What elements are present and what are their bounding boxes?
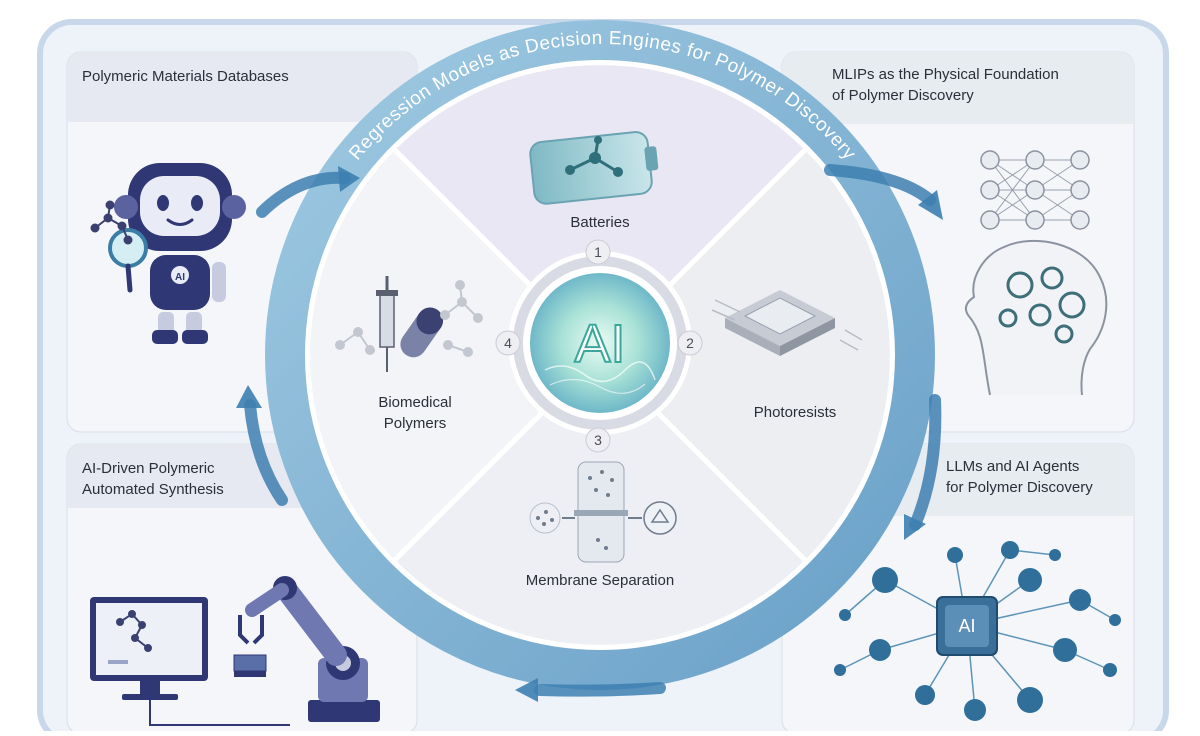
segment-number-1: 1 (594, 244, 602, 260)
segment-label-membrane: Membrane Separation (525, 572, 675, 589)
ai-agent-network-icon (834, 541, 1121, 721)
panel-title-mlips-line2: of Polymer Discovery (832, 87, 974, 104)
robot-mascot-icon (90, 163, 246, 344)
panel-title-synthesis-line2: Automated Synthesis (82, 481, 224, 498)
segment-number-2: 2 (686, 335, 694, 351)
robot-badge-label: AI (175, 272, 185, 283)
syringe-capsule-icon (335, 276, 483, 372)
segment-label-photoresists: Photoresists (753, 404, 837, 421)
segment-number-3: 3 (594, 432, 602, 448)
arrow-heads (236, 166, 943, 702)
segment-label-biomedical-line2: Polymers (383, 415, 447, 432)
segment-label-biomedical: Biomedical Polymers (355, 392, 475, 434)
neural-network-icon (980, 150, 1090, 230)
flow-arrows (244, 164, 942, 697)
panel-title-synthesis-line1: AI-Driven Polymeric (82, 460, 215, 477)
panel-title-llms: LLMs and AI Agents for Polymer Discovery (946, 456, 1093, 498)
ai-center-label: AI (574, 314, 625, 374)
segment-label-biomedical-line1: Biomedical (378, 394, 452, 411)
battery-icon (529, 131, 659, 205)
arrow-to-top-left (244, 399, 288, 506)
panel-title-llms-line2: for Polymer Discovery (946, 479, 1093, 496)
panel-title-synthesis: AI-Driven Polymeric Automated Synthesis (82, 458, 224, 500)
arrow-to-top-right (824, 164, 936, 206)
panel-title-databases: Polymeric Materials Databases (82, 68, 289, 85)
ai-core (495, 239, 703, 453)
panel-title-llms-line1: LLMs and AI Agents (946, 458, 1080, 475)
robot-arm-icon (233, 576, 380, 722)
computer-monitor-icon (90, 597, 290, 726)
membrane-icon (529, 461, 677, 563)
panel-title-mlips-line1: MLIPs as the Physical Foundation (832, 66, 1059, 83)
brain-gears-icon (964, 240, 1108, 396)
segment-number-4: 4 (504, 335, 512, 351)
panel-title-mlips: MLIPs as the Physical Foundation of Poly… (832, 64, 1059, 106)
segment-label-batteries: Batteries (570, 214, 630, 231)
arrow-to-center-top (256, 171, 351, 218)
arrow-to-bottom-left (534, 682, 666, 697)
arrow-to-bottom-right (909, 394, 942, 531)
ai-chip-label: AI (958, 616, 975, 636)
chip-icon (711, 290, 863, 356)
